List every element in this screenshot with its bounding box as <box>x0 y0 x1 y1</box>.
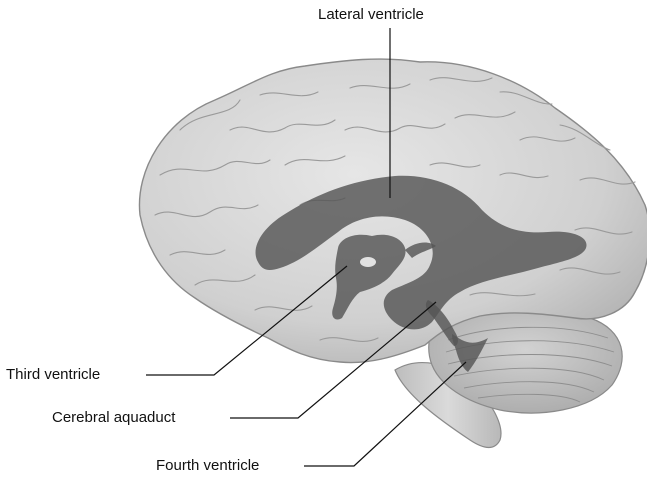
fourth-ventricle-label: Fourth ventricle <box>156 457 259 475</box>
interthalamic-adhesion <box>360 257 376 267</box>
lateral-ventricle-label: Lateral ventricle <box>318 6 424 24</box>
cerebral-aqueduct-label: Cerebral aquaduct <box>52 409 175 427</box>
third-ventricle-label: Third ventricle <box>6 366 100 384</box>
